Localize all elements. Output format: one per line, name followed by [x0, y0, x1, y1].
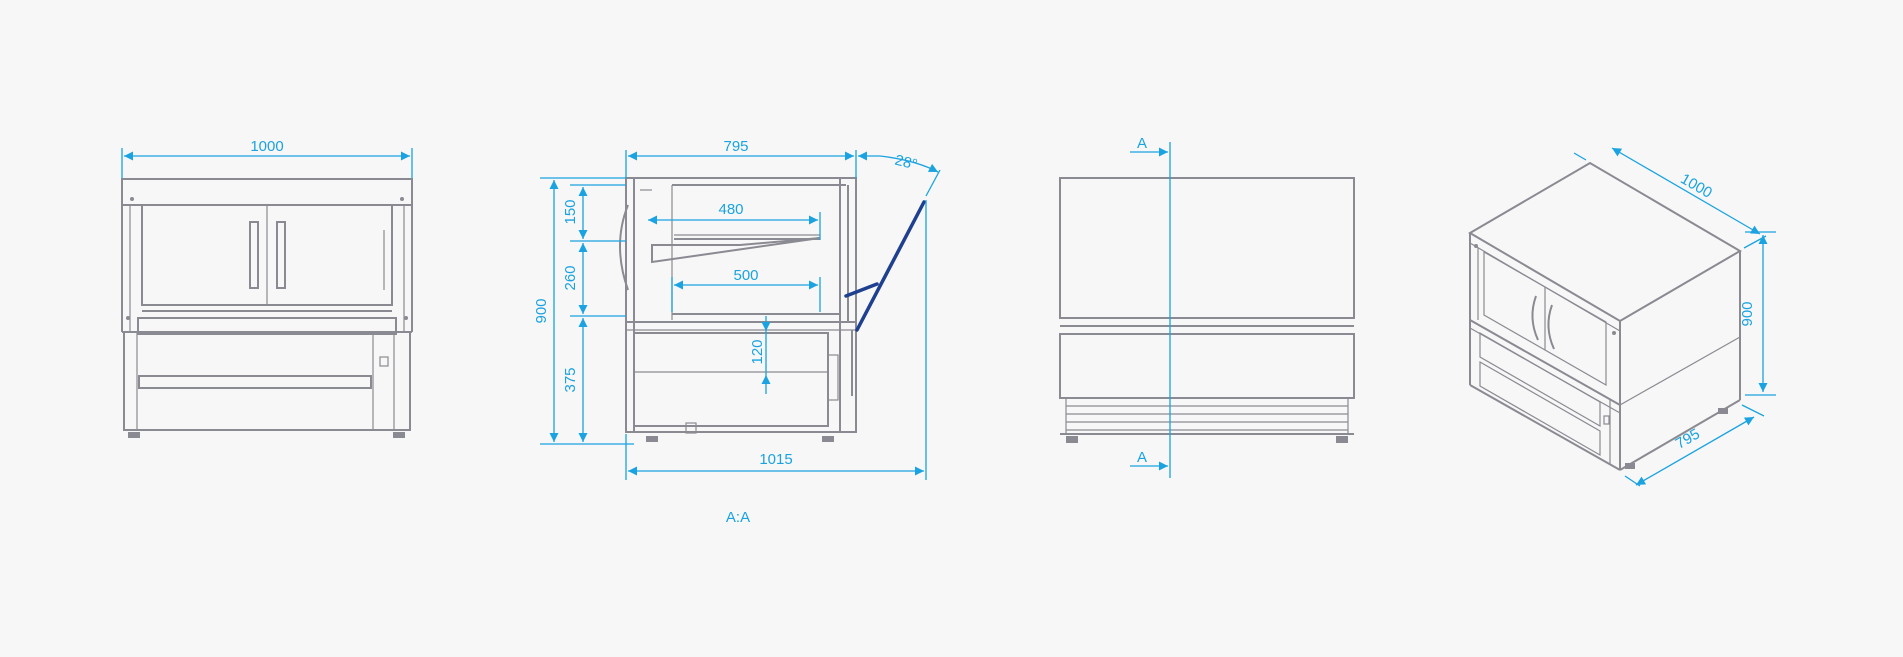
shelf-bottom-depth-label: 500 [733, 267, 758, 284]
height-display-label: 260 [562, 265, 579, 290]
depth-overall-label: 1015 [759, 451, 792, 468]
front-width-label: 1000 [250, 138, 283, 155]
isometric-view: 1000 900 795 [1468, 147, 1776, 487]
angle-label: 28° [893, 152, 919, 174]
height-total-label: 900 [533, 298, 550, 323]
section-depth-top-label: 795 [723, 138, 748, 155]
glass-sneeze-guard [844, 200, 926, 332]
height-base-label: 375 [562, 367, 579, 392]
height-canopy-label: 150 [562, 199, 579, 224]
front-cabinet-outline [121, 178, 413, 438]
iso-cabinet-outline [1468, 161, 1742, 471]
side-view: A A [1059, 135, 1355, 478]
section-mark-bottom: A [1137, 449, 1147, 466]
section-view: 795 28° 480 500 120 [533, 138, 941, 526]
well-depth-label: 120 [749, 339, 766, 364]
section-mark-top: A [1137, 135, 1147, 152]
side-cabinet-outline [1059, 177, 1355, 443]
section-caption: A:A [726, 509, 750, 526]
shelf-top-depth-label: 480 [718, 201, 743, 218]
iso-height-label: 900 [1739, 301, 1756, 326]
front-width-dimension: 1000 [121, 138, 413, 178]
iso-dimensions: 1000 900 795 [1573, 147, 1776, 487]
section-cut-line: A A [1130, 135, 1171, 478]
front-view: 1000 [121, 138, 413, 438]
section-dimensions: 795 28° 480 500 120 [533, 138, 941, 480]
